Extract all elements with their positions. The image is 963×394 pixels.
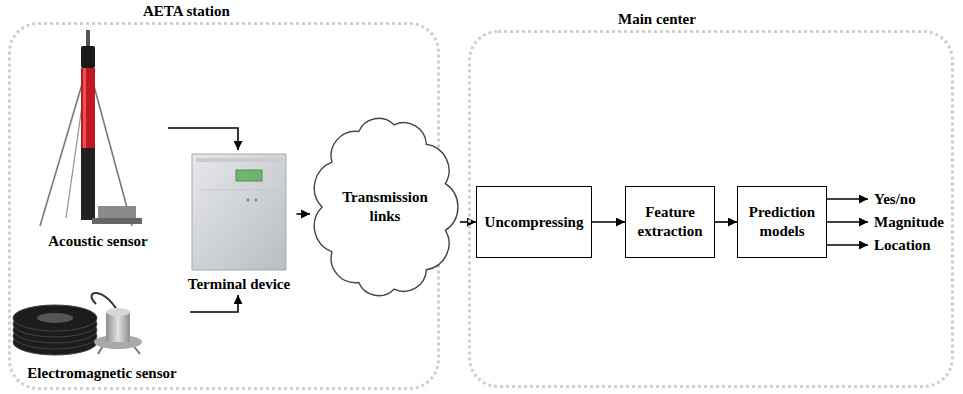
device-node: Terminal device [182, 150, 297, 295]
dashed-region: Main centerUncompressingFeature extracti… [468, 30, 954, 388]
output-label: Magnitude [874, 213, 944, 231]
device-label: Electromagnetic sensor [27, 365, 176, 384]
process-text: Feature extraction [630, 203, 710, 241]
output-label: Yes/no [874, 190, 916, 208]
arrow-connector [190, 295, 238, 312]
cloud-node: Transmission links [310, 112, 460, 302]
arrow-connector [297, 213, 311, 215]
device-label: Acoustic sensor [48, 233, 148, 252]
arrow-connector [592, 221, 625, 223]
terminal-device-picture [192, 154, 286, 270]
cloud-text: Transmission links [333, 188, 437, 226]
region-title: Main center [618, 11, 696, 28]
output-arrow [827, 221, 868, 223]
arrow-connector [715, 221, 737, 223]
process-box: Prediction models [737, 186, 827, 258]
device-node: Electromagnetic sensor [14, 278, 190, 384]
region-title: AETA station [143, 3, 230, 20]
acoustic-sensor-picture [40, 30, 142, 226]
arrow-connector [168, 128, 238, 150]
process-box: Uncompressing [476, 186, 592, 258]
process-box: Feature extraction [625, 186, 715, 258]
electromagnetic-sensor-picture [13, 293, 142, 355]
device-node: Acoustic sensor [28, 26, 168, 252]
output-arrow [827, 198, 868, 200]
process-text: Prediction models [742, 203, 822, 241]
device-label: Terminal device [188, 276, 290, 295]
output-label: Location [874, 236, 931, 254]
output-arrow [827, 244, 868, 246]
process-text: Uncompressing [485, 213, 584, 232]
cloud-shape [310, 112, 460, 302]
